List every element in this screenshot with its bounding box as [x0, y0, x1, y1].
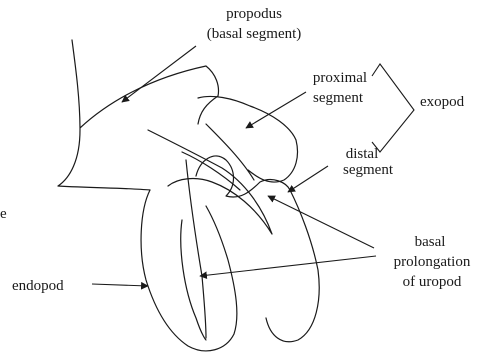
leader-endopod [92, 284, 148, 286]
label-endopod: endopod [12, 278, 64, 294]
basal-prolongation-outline [148, 130, 272, 234]
label-distal-sub: segment [343, 162, 394, 178]
label-proximal: proximal [313, 70, 367, 86]
endopod-outline [141, 190, 237, 351]
label-proximal-sub: segment [313, 90, 364, 106]
endopod-spine [186, 160, 206, 338]
label-basal-sub2: of uropod [403, 274, 462, 290]
uropod-outline [58, 40, 319, 351]
label-basal-sub: prolongation [394, 254, 471, 270]
leader-basal-lower [200, 256, 376, 276]
leader-propodus [122, 46, 196, 102]
label-propodus: propodus [226, 6, 282, 22]
label-exopod: exopod [420, 94, 465, 110]
label-edge-fragment: e [0, 206, 7, 222]
label-distal: distal [346, 146, 379, 162]
leader-proximal [246, 92, 306, 128]
basal-prolongation-inner [182, 152, 240, 190]
bracket-exopod [372, 64, 414, 152]
leader-distal [288, 166, 328, 192]
leader-basal-upper [268, 196, 374, 248]
labels: propodus (basal segment) proximal segmen… [0, 6, 471, 294]
label-basal: basal [415, 234, 446, 250]
propodus-outline [58, 40, 219, 190]
label-propodus-sub: (basal segment) [207, 26, 302, 42]
